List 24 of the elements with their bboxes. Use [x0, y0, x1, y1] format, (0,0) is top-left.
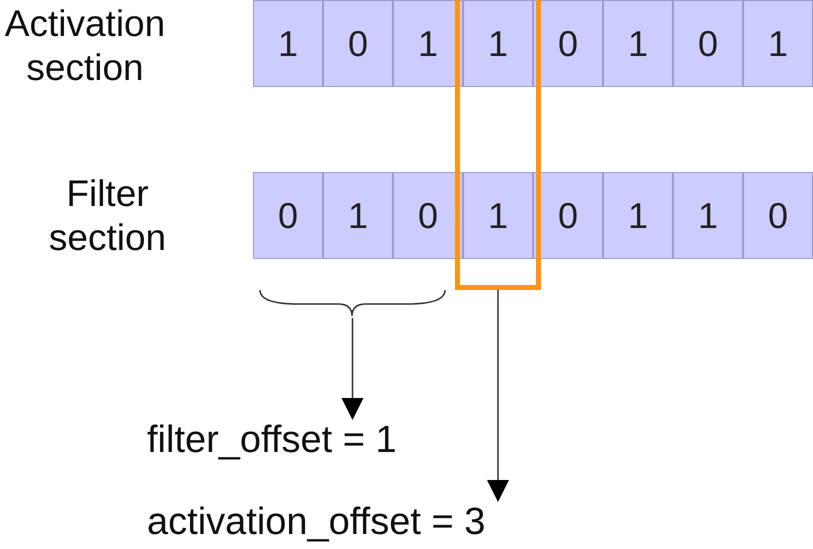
- bit-cell: 0: [533, 172, 603, 259]
- bit-cell: 0: [673, 0, 743, 87]
- bit-cell: 1: [253, 0, 323, 87]
- bit-cell: 0: [743, 172, 813, 259]
- bit-cell: 1: [603, 172, 673, 259]
- bit-cell: 1: [603, 0, 673, 87]
- bit-cell: 1: [323, 172, 393, 259]
- bit-cell: 1: [743, 0, 813, 87]
- bit-cell: 1: [463, 172, 533, 259]
- bit-cell: 1: [393, 0, 463, 87]
- offset-text: activation_offset = 3: [147, 500, 562, 544]
- bit-cell: 0: [393, 172, 463, 259]
- row-label: Filter section: [48, 172, 168, 260]
- highlight-frame: [455, 0, 541, 290]
- arrow: [487, 290, 509, 502]
- arrow: [342, 318, 364, 420]
- row-label: Activation section: [4, 2, 166, 90]
- curly-brace: [258, 288, 447, 318]
- bit-cell: 0: [323, 0, 393, 87]
- bit-cell: 0: [533, 0, 603, 87]
- bit-cell: 1: [463, 0, 533, 87]
- offset-text: filter_offset = 1: [147, 418, 457, 462]
- bit-cell: 0: [253, 172, 323, 259]
- bit-cell: 1: [673, 172, 743, 259]
